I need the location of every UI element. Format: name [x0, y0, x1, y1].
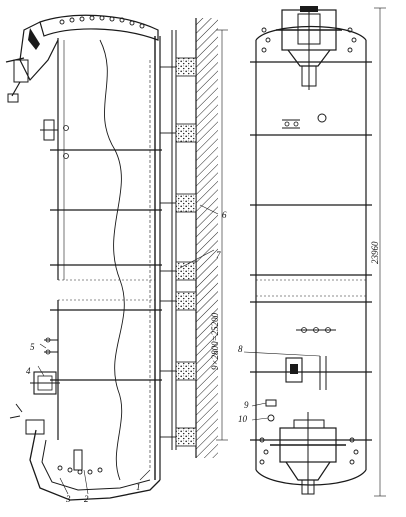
section-break	[99, 39, 125, 481]
support-spacing-dimension: 9×2800=25200	[210, 29, 228, 441]
callout-5: 5	[30, 342, 35, 352]
plan-shell	[255, 25, 367, 486]
callout-10: 10	[238, 414, 248, 424]
callout-1: 1	[136, 482, 141, 492]
overall-length-label: 23960	[370, 241, 380, 264]
plan-rings	[250, 61, 372, 441]
support-spacing-label: 9×2800=25200	[210, 312, 220, 370]
overall-length-dimension: 23960	[370, 7, 386, 497]
callout-8: 8	[238, 344, 243, 354]
support-rail	[171, 30, 177, 450]
callout-9: 9	[244, 400, 249, 410]
left-head-top	[5, 14, 159, 103]
side-leaders	[37, 204, 219, 495]
left-head-bottom	[9, 403, 161, 501]
plan-bottom-head	[259, 412, 359, 495]
vessel-shell	[57, 36, 161, 480]
support-pedestals	[160, 57, 197, 447]
callout-3: 3	[65, 494, 71, 504]
side-view: 9×2800=25200 1 2 3 4 5 6 7	[5, 14, 228, 504]
callout-6: 6	[222, 210, 227, 220]
plan-nozzles	[265, 113, 336, 422]
callout-7: 7	[216, 250, 221, 260]
side-nozzles	[30, 119, 69, 395]
callout-4: 4	[26, 366, 31, 376]
plan-leaders	[243, 351, 321, 421]
plan-view: 23960 8 9 10	[238, 6, 386, 497]
callout-2: 2	[84, 494, 89, 504]
ground-strip	[195, 18, 218, 458]
stiffening-rings	[50, 149, 162, 381]
plan-top-head	[261, 6, 357, 90]
